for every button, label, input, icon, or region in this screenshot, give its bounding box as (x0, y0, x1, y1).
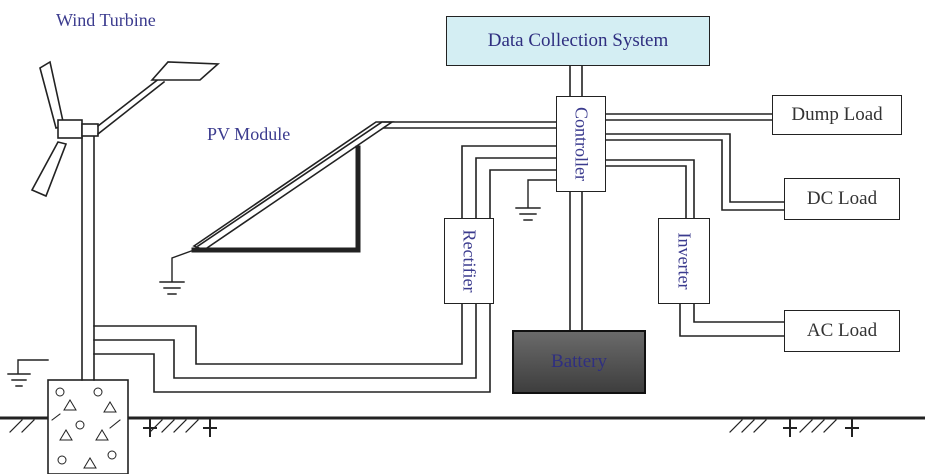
wind-turbine-label: Wind Turbine (56, 10, 156, 30)
pv-support (191, 145, 361, 253)
blade-lower (30, 141, 68, 198)
controller-box: Controller (556, 96, 606, 192)
ground-symbol-turbine (7, 359, 49, 387)
foundation-pattern (51, 387, 121, 469)
controller-label: Controller (571, 107, 592, 181)
ac-load-label: AC Load (806, 320, 878, 341)
soil-hatch-right (729, 419, 837, 433)
dc-load-box: DC Load (784, 178, 900, 220)
dump-load-label: Dump Load (791, 104, 883, 125)
turbine-nacelle (57, 119, 83, 139)
dump-load-box: Dump Load (772, 95, 902, 135)
pv-module-label: PV Module (207, 124, 291, 144)
blade-upper (39, 60, 65, 129)
soil-hatch-left (9, 419, 199, 433)
rectifier-box: Rectifier (444, 218, 494, 304)
rectifier-label: Rectifier (459, 229, 480, 293)
battery-box: Battery (512, 330, 646, 394)
inverter-label: Inverter (674, 232, 695, 290)
ground-symbol-pv (159, 249, 195, 295)
turbine-foundation (47, 379, 129, 474)
ac-load-box: AC Load (784, 310, 900, 352)
dc-load-label: DC Load (806, 188, 878, 209)
data-collection-box: Data Collection System (446, 16, 710, 66)
ground-stakes (143, 419, 859, 437)
ground-symbol-controller (515, 179, 561, 221)
data-collection-label: Data Collection System (487, 30, 669, 51)
inverter-box: Inverter (658, 218, 710, 304)
battery-label: Battery (551, 351, 607, 372)
tail-vane (150, 61, 221, 81)
